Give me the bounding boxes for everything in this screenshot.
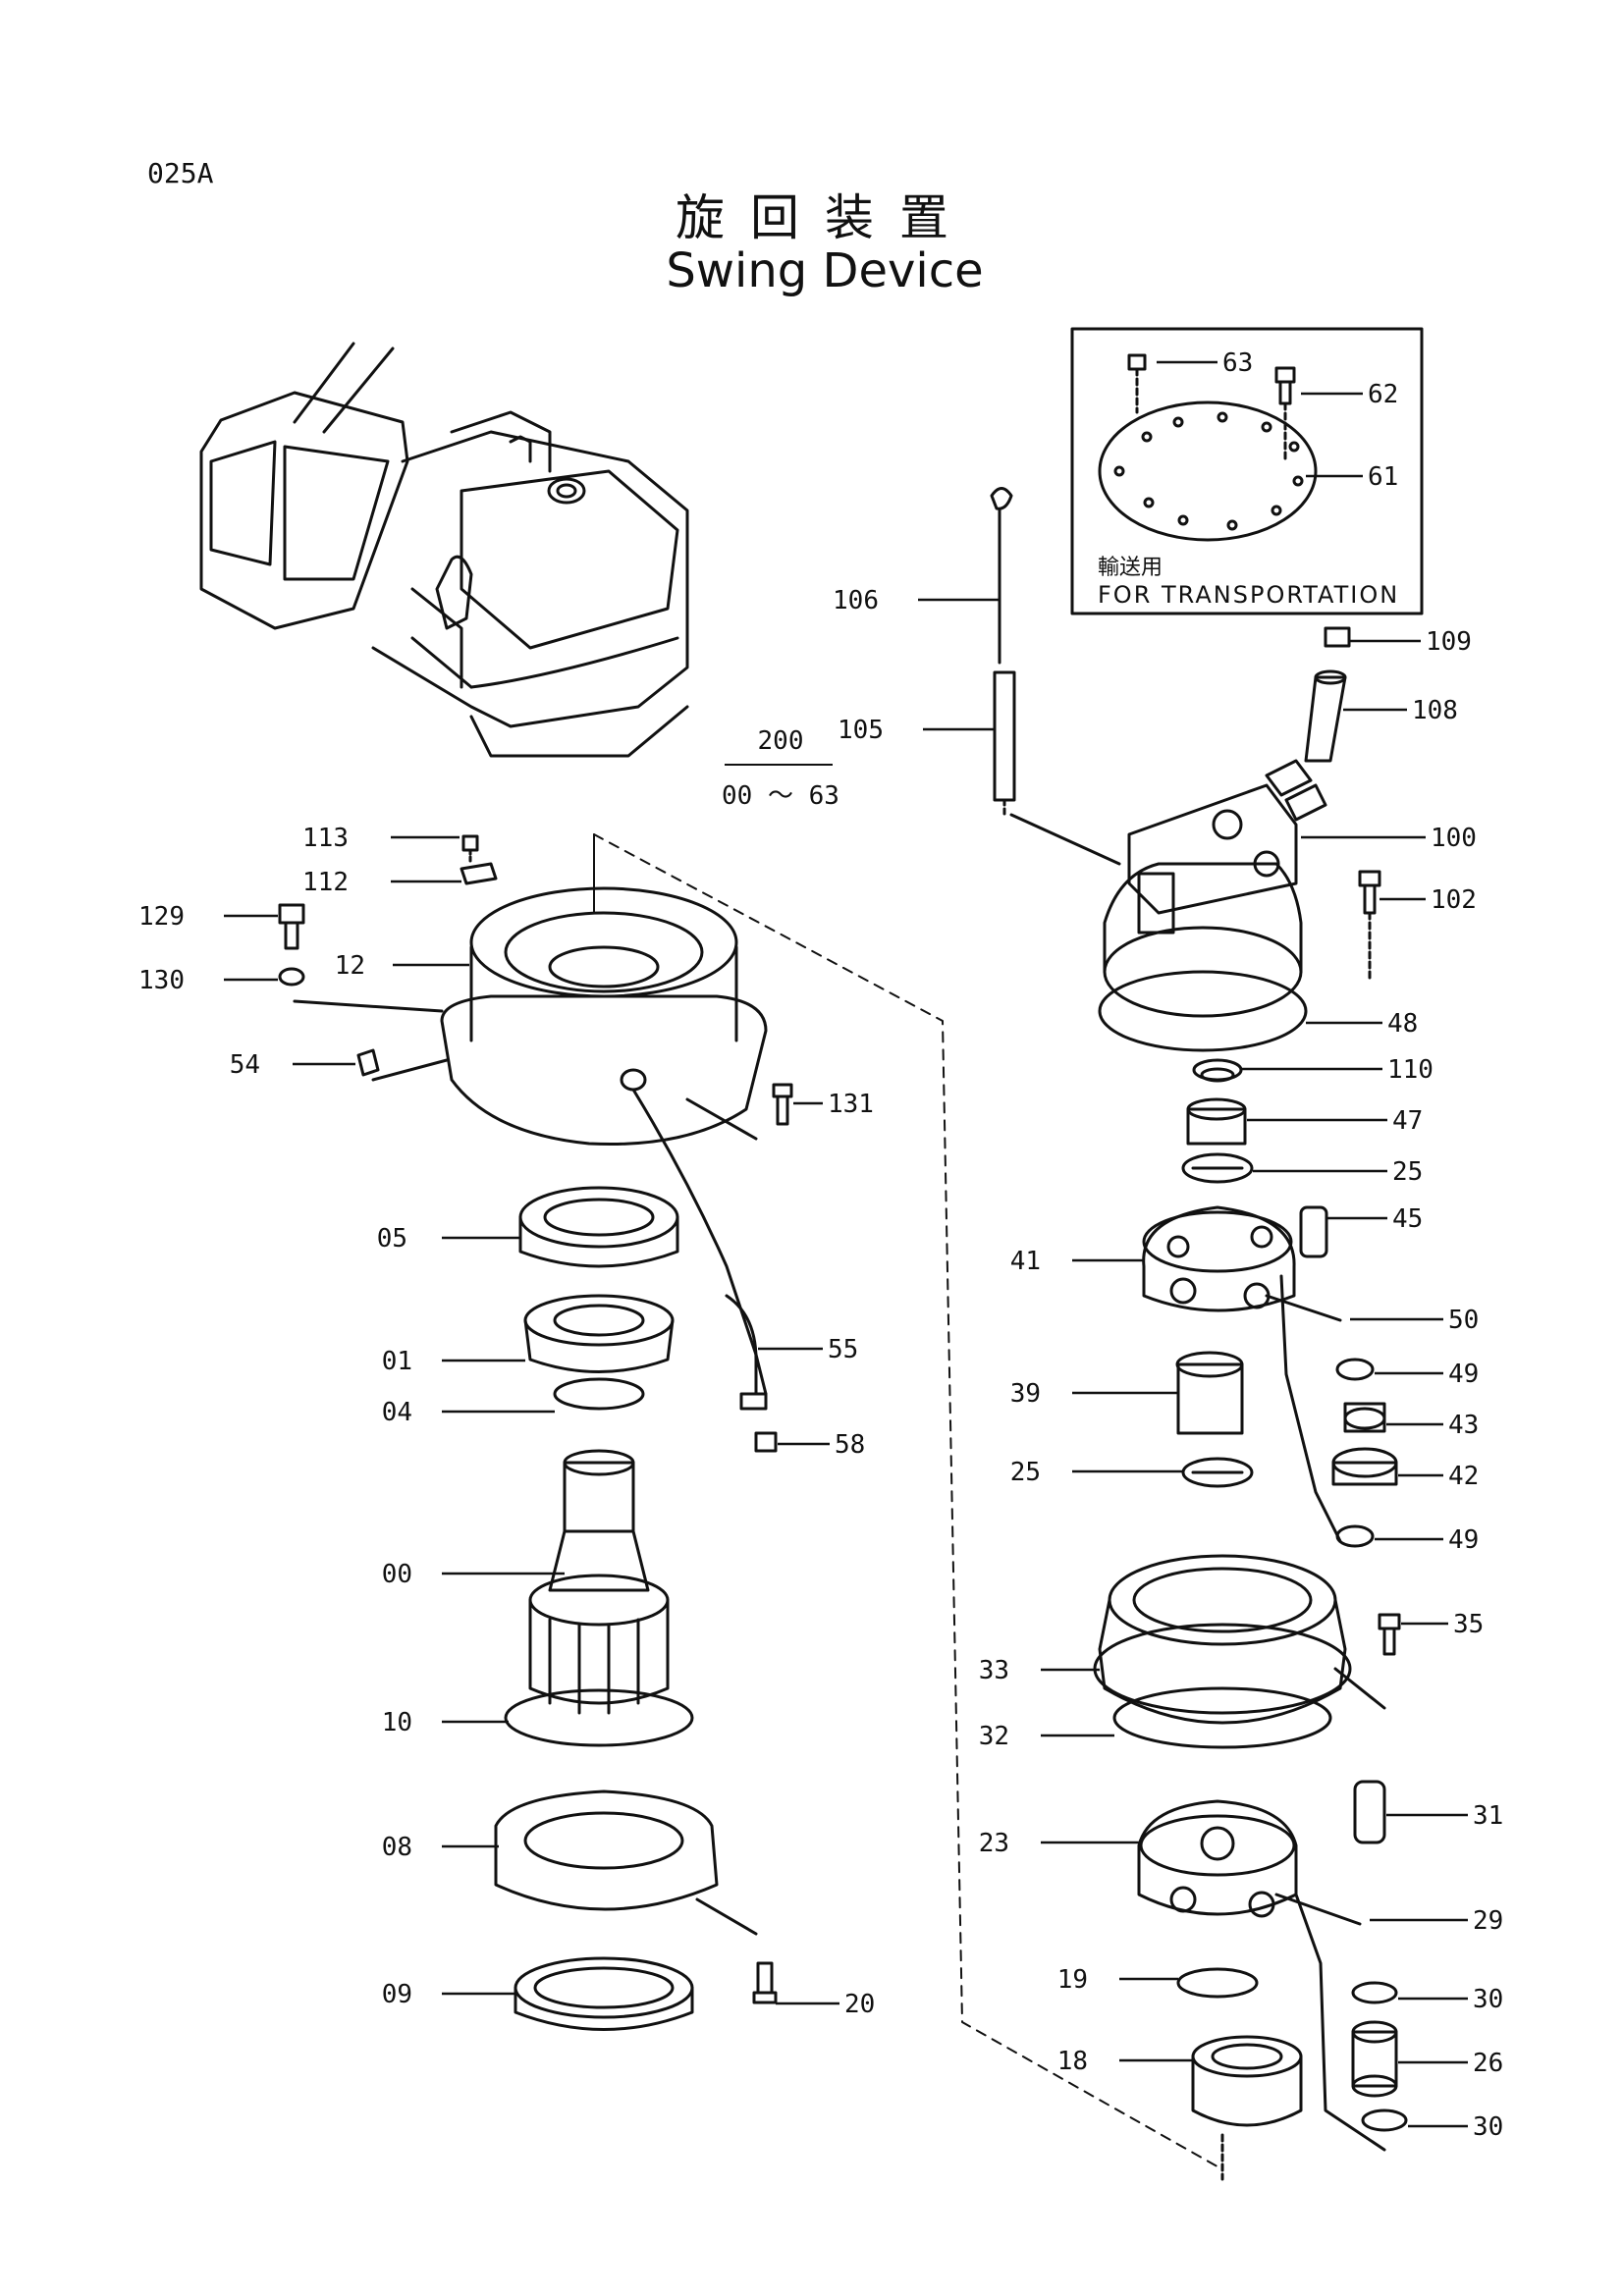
callout-label-18: 18	[1057, 2047, 1088, 2076]
callout-label-23: 23	[979, 1829, 1009, 1858]
planetary-stage-lower	[1137, 1780, 1408, 2181]
callout-label-129: 129	[138, 902, 185, 932]
callout-label-48: 48	[1387, 1009, 1418, 1039]
callout-label-102: 102	[1431, 885, 1477, 915]
callout-label-25a: 25	[1392, 1157, 1423, 1187]
ring-gear	[1093, 1554, 1401, 1749]
assembly-range: 00 ～ 63	[722, 781, 839, 811]
callout-label-42: 42	[1448, 1462, 1479, 1491]
callout-label-35: 35	[1453, 1610, 1484, 1639]
callout-label-100: 100	[1431, 824, 1477, 853]
callout-label-10: 10	[382, 1708, 412, 1737]
callout-label-58: 58	[835, 1430, 865, 1460]
transport-inset	[1070, 327, 1424, 615]
excavator-illustration	[199, 342, 689, 758]
bearings-and-seal	[518, 1186, 778, 1453]
callout-label-00: 00	[382, 1560, 412, 1589]
callout-label-47: 47	[1392, 1106, 1423, 1136]
swing-housing	[278, 834, 793, 1396]
callout-label-105: 105	[838, 716, 884, 745]
callout-label-32: 32	[979, 1722, 1009, 1751]
dipstick-assembly	[990, 487, 1121, 866]
assembly-number: 200	[757, 726, 804, 756]
callout-label-20: 20	[844, 1990, 875, 2019]
callout-label-05: 05	[377, 1224, 407, 1254]
callout-label-08: 08	[382, 1833, 412, 1862]
callout-label-29: 29	[1473, 1906, 1503, 1936]
callout-label-41: 41	[1010, 1247, 1041, 1276]
callout-layer: 63 62 61 106 109 108 105 100 102 48 110 47 25 45 41 50 4…	[138, 348, 1503, 2142]
callout-label-131: 131	[828, 1090, 874, 1119]
callout-label-50: 50	[1448, 1306, 1479, 1335]
pinion-shaft	[504, 1449, 694, 1747]
callout-label-30b: 30	[1473, 2112, 1503, 2142]
callout-label-54: 54	[230, 1050, 260, 1080]
callout-label-55: 55	[828, 1335, 858, 1364]
callout-label-61: 61	[1368, 462, 1398, 492]
locator-line-a	[593, 833, 1223, 2170]
housing-cover-and-seal	[494, 1789, 778, 2031]
bolt-102	[1358, 870, 1381, 984]
page-title-en: Swing Device	[666, 243, 984, 298]
callout-label-01: 01	[382, 1347, 412, 1376]
inset-caption-en: FOR TRANSPORTATION	[1098, 581, 1400, 609]
callout-label-31: 31	[1473, 1801, 1503, 1831]
swing-motor	[1098, 759, 1327, 1052]
callout-label-108: 108	[1412, 696, 1458, 725]
plug-and-pipe	[1304, 626, 1351, 763]
assembly-divider	[725, 764, 833, 766]
callout-label-25b: 25	[1010, 1458, 1041, 1487]
callout-label-26: 26	[1473, 2049, 1503, 2078]
callout-label-43: 43	[1448, 1411, 1479, 1440]
callout-label-110: 110	[1387, 1055, 1434, 1085]
callout-label-39: 39	[1010, 1379, 1041, 1409]
page-title-jp: 旋回装置	[676, 189, 974, 246]
callout-label-106: 106	[833, 586, 879, 615]
callout-label-49b: 49	[1448, 1525, 1479, 1555]
callout-label-33: 33	[979, 1656, 1009, 1685]
callout-label-30a: 30	[1473, 1985, 1503, 2014]
inset-caption-jp: 輸送用	[1098, 556, 1163, 580]
page-code: 025A	[147, 157, 214, 189]
callout-label-09: 09	[382, 1980, 412, 2009]
callout-label-19: 19	[1057, 1965, 1088, 1995]
callout-label-63: 63	[1222, 348, 1253, 378]
callout-label-62: 62	[1368, 380, 1398, 409]
callout-label-12: 12	[335, 951, 365, 981]
callout-label-45: 45	[1392, 1204, 1423, 1234]
callout-label-04: 04	[382, 1398, 412, 1427]
planetary-stage-upper	[1142, 1058, 1398, 1548]
callout-label-130: 130	[138, 966, 185, 995]
callout-label-113: 113	[302, 824, 349, 853]
callout-label-49a: 49	[1448, 1360, 1479, 1389]
callout-label-112: 112	[302, 868, 349, 897]
callout-label-109: 109	[1426, 627, 1472, 657]
